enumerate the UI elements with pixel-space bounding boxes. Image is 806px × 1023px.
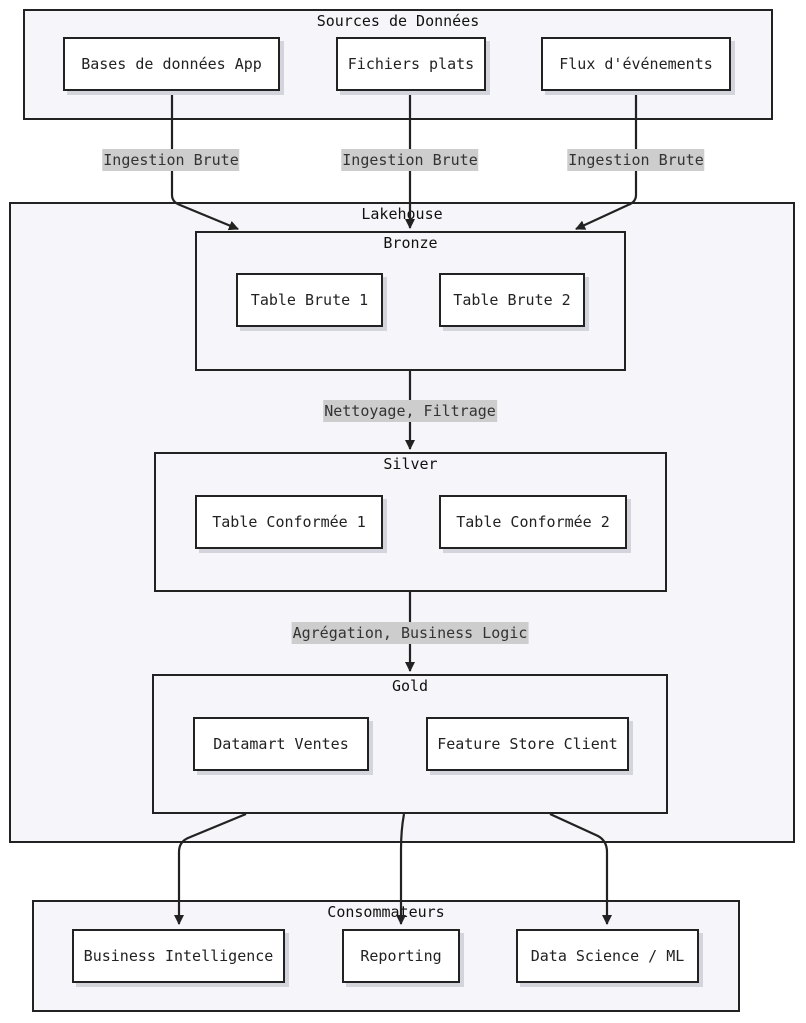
edge-label-ingestion-app-db: Ingestion Brute xyxy=(102,149,240,171)
node-customer-feature-store: Feature Store Client xyxy=(426,717,629,771)
cluster-title-data-sources: Sources de Données xyxy=(316,12,480,30)
cluster-title-lakehouse: Lakehouse xyxy=(361,205,443,223)
node-flat-files: Fichiers plats xyxy=(336,37,486,91)
edge-label-silver-to-gold: Agrégation, Business Logic xyxy=(291,622,529,644)
cluster-title-gold: Gold xyxy=(391,677,429,695)
cluster-title-bronze: Bronze xyxy=(383,234,438,252)
edge-event-stream-to-bronze xyxy=(575,91,638,230)
node-app-databases: Bases de données App xyxy=(63,37,280,91)
node-reporting: Reporting xyxy=(342,929,460,983)
edge-gold-to-reporting xyxy=(396,813,406,925)
cluster-title-silver: Silver xyxy=(383,455,438,473)
node-data-science-ml: Data Science / ML xyxy=(516,929,699,983)
node-event-stream: Flux d'événements xyxy=(541,37,731,91)
node-conformed-table-2: Table Conformée 2 xyxy=(439,495,627,549)
edge-gold-to-business-intelligence xyxy=(174,812,247,925)
cluster-title-consumers: Consommateurs xyxy=(327,903,445,921)
edge-app-db-to-bronze xyxy=(170,91,239,231)
node-raw-table-2: Table Brute 2 xyxy=(439,273,585,327)
edge-label-bronze-to-silver: Nettoyage, Filtrage xyxy=(323,400,497,422)
node-sales-datamart: Datamart Ventes xyxy=(193,717,369,771)
node-business-intelligence: Business Intelligence xyxy=(72,929,285,983)
edge-gold-to-data-science xyxy=(549,813,612,925)
edge-label-ingestion-event-stream: Ingestion Brute xyxy=(567,149,705,171)
node-raw-table-1: Table Brute 1 xyxy=(236,273,383,327)
node-conformed-table-1: Table Conformée 1 xyxy=(195,495,383,549)
edge-label-ingestion-flat-files: Ingestion Brute xyxy=(341,149,479,171)
